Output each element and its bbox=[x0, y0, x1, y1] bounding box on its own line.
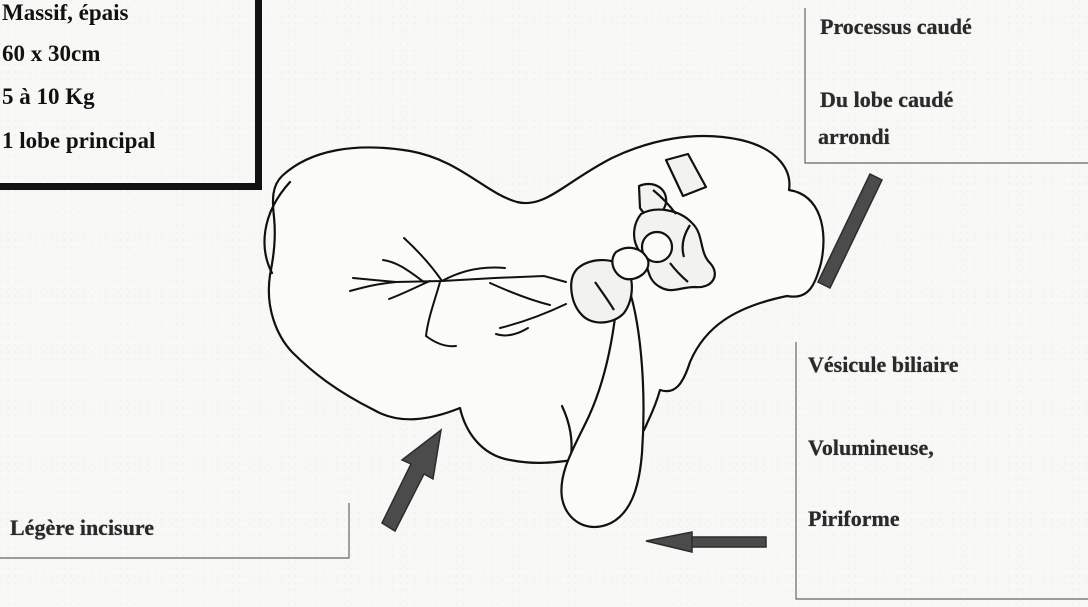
gallbladder-description-line2: Piriforme bbox=[808, 508, 900, 530]
caudate-description-line2: arrondi bbox=[818, 126, 890, 148]
gallbladder-title: Vésicule biliaire bbox=[808, 354, 959, 376]
arrow-gallbladder bbox=[646, 532, 766, 552]
gallbladder-description-line1: Volumineuse, bbox=[808, 437, 934, 459]
incisure-label: Légère incisure bbox=[10, 517, 154, 539]
arrow-incisure bbox=[382, 430, 441, 531]
liver-outline bbox=[265, 136, 824, 463]
caudate-title: Processus caudé bbox=[820, 16, 972, 38]
arrow-caudate bbox=[818, 174, 882, 288]
caudate-description-line1: Du lobe caudé bbox=[820, 89, 953, 111]
